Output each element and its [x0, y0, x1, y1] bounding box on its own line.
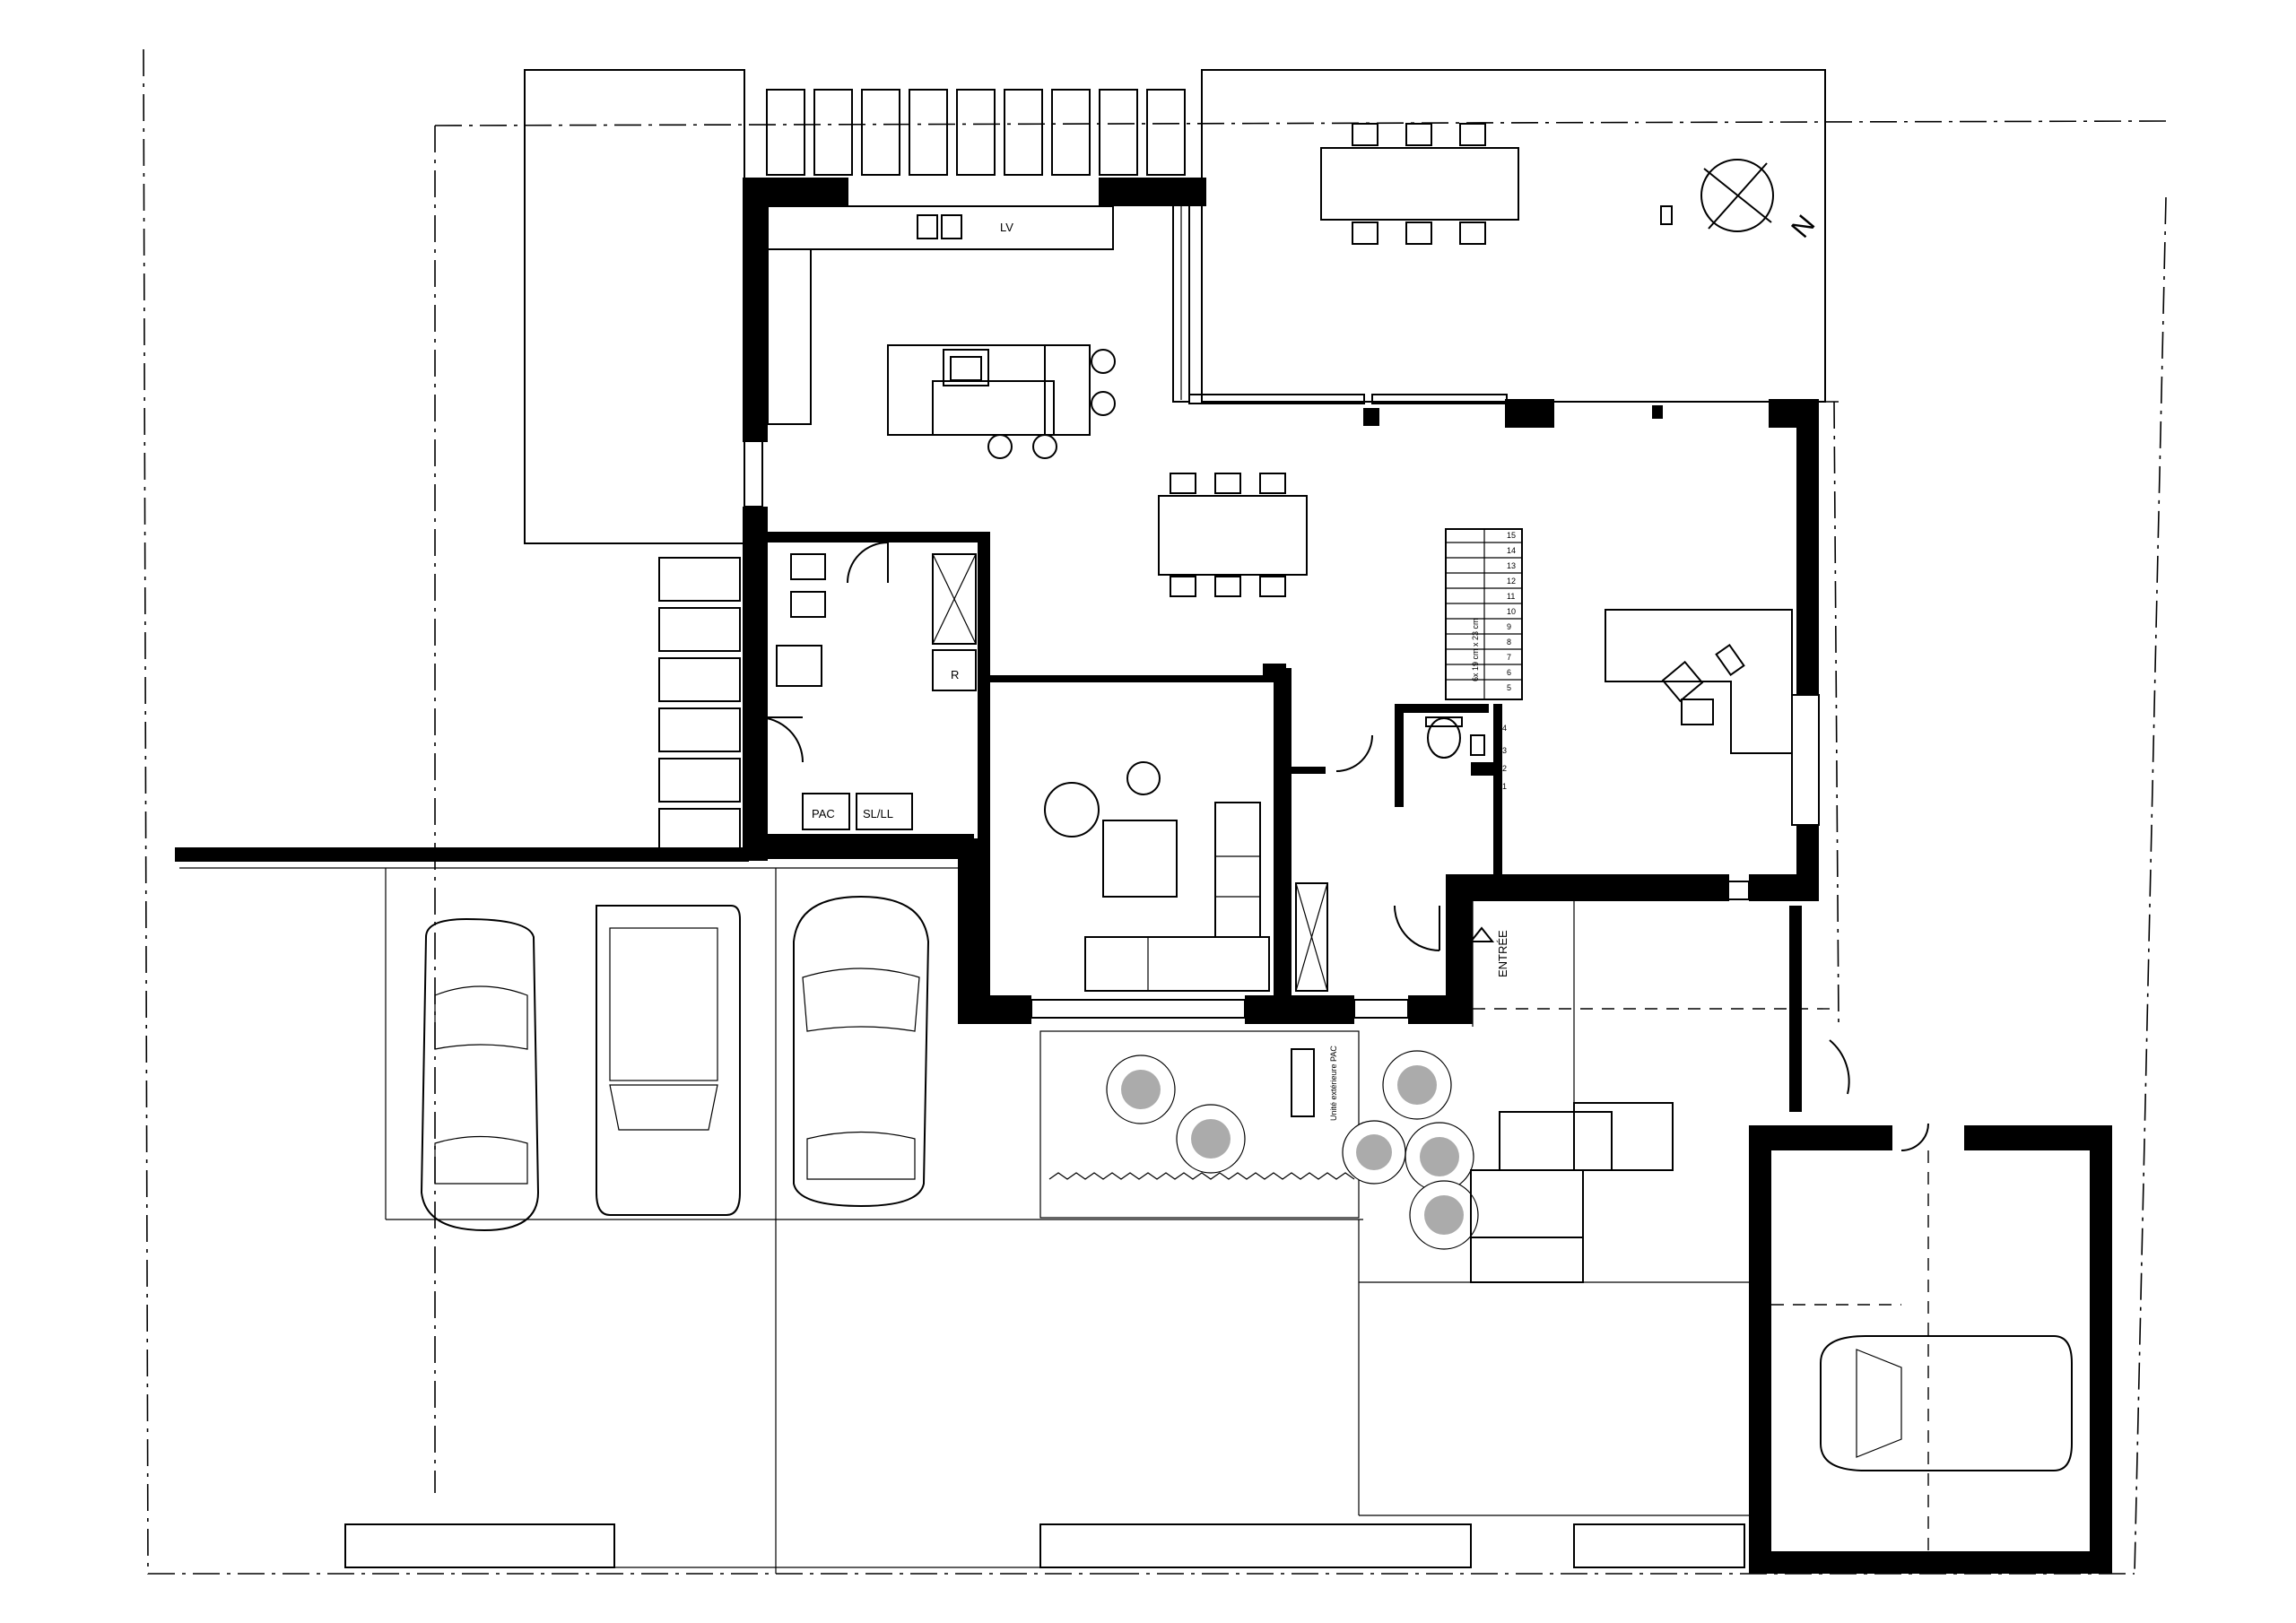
living-room [1044, 761, 1270, 992]
front-steps [1359, 1102, 1758, 1283]
svg-text:12: 12 [1507, 577, 1516, 586]
staircase: 6x 19 cm x 23 cm 15 14 13 12 11 10 9 8 7… [1445, 528, 1523, 791]
laundry-room: R PAC SL/LL [757, 542, 977, 830]
closet [1295, 734, 1440, 992]
garage [1749, 1123, 2112, 1574]
svg-text:15: 15 [1507, 531, 1516, 540]
carport [175, 847, 1363, 1574]
car-left [420, 917, 540, 1232]
windows [744, 204, 1820, 1019]
heat-pump-label: PAC [812, 807, 835, 820]
deck-boards-left [658, 557, 741, 853]
entrance-label: ENTRÉE [1496, 930, 1509, 977]
outdoor-unit-label: Unité extérieure PAC [1329, 1046, 1338, 1121]
svg-text:5: 5 [1507, 683, 1511, 692]
kitchen: LV [767, 205, 1116, 459]
svg-text:2: 2 [1502, 764, 1507, 773]
dining-table [1158, 473, 1308, 597]
svg-text:11: 11 [1507, 592, 1515, 601]
svg-text:14: 14 [1507, 546, 1516, 555]
north-arrow: N [1700, 159, 1821, 244]
office [1605, 609, 1793, 754]
interior-walls [764, 532, 1502, 1000]
svg-text:1: 1 [1502, 782, 1507, 791]
svg-text:9: 9 [1507, 622, 1511, 631]
svg-text:4: 4 [1502, 724, 1507, 733]
entrance: ENTRÉE [1468, 901, 1839, 1103]
svg-text:3: 3 [1502, 746, 1507, 755]
svg-text:13: 13 [1507, 561, 1516, 570]
svg-text:10: 10 [1507, 607, 1516, 616]
svg-text:8: 8 [1507, 638, 1511, 647]
car-right [793, 895, 930, 1208]
hedges [344, 1515, 1758, 1568]
fridge-label: R [951, 668, 959, 681]
deck-boards-top [766, 89, 1186, 176]
svg-text:6: 6 [1507, 668, 1511, 677]
terraces [524, 69, 1826, 853]
sink-label: LV [1000, 221, 1013, 234]
outdoor-dining-table [1320, 123, 1519, 245]
exterior-walls [743, 178, 1819, 1024]
laundry-label: SL/LL [863, 807, 893, 820]
wc [1425, 716, 1485, 759]
stair-step-numbers: 15 14 13 12 11 10 9 8 7 6 5 4 3 2 1 [1502, 531, 1516, 791]
north-label: N [1786, 210, 1821, 244]
garden: Unité extérieure PAC [1039, 1030, 1479, 1250]
car-middle [596, 905, 741, 1216]
fence-right [1789, 906, 1850, 1112]
property-lines [143, 48, 2167, 1575]
svg-text:7: 7 [1507, 653, 1511, 662]
stairs-label: 6x 19 cm x 23 cm [1471, 618, 1480, 681]
